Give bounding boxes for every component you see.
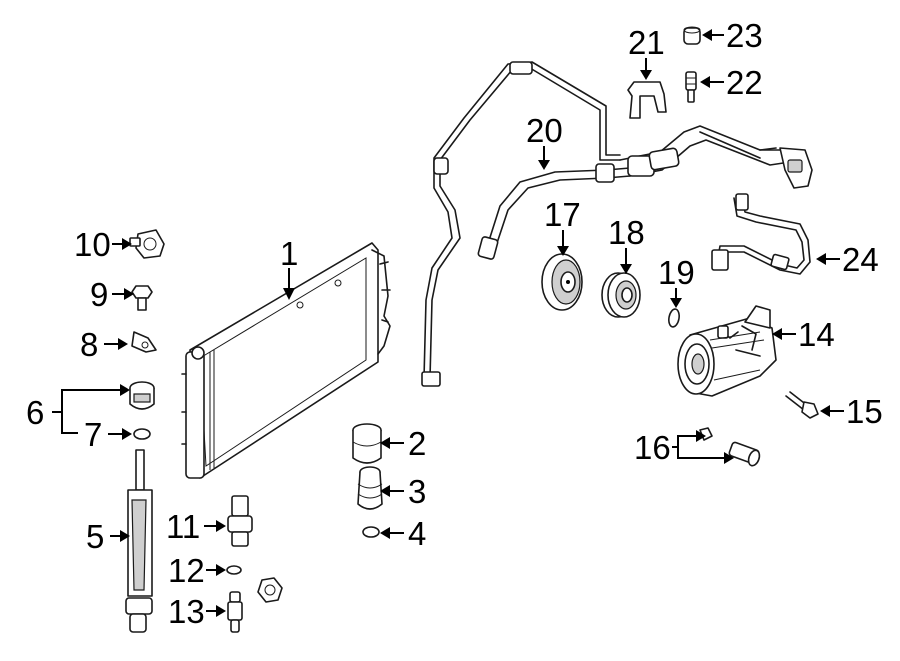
callout-6: 6 [26, 394, 44, 431]
insulator-2-part[interactable] [352, 423, 382, 464]
callout-20: 20 [526, 112, 563, 149]
callout-14: 14 [798, 316, 835, 353]
cap-part[interactable] [683, 26, 701, 45]
callout-23: 23 [726, 17, 763, 54]
clutch-plate-part[interactable] [541, 253, 583, 311]
callout-12: 12 [168, 552, 205, 589]
valve-core-part[interactable] [685, 71, 697, 103]
nut-part[interactable] [257, 577, 283, 603]
o-ring-7-part[interactable] [133, 428, 151, 440]
callout-22: 22 [726, 64, 763, 101]
callout-19: 19 [658, 254, 695, 291]
mounting-bolt-part[interactable] [785, 391, 819, 419]
callout-labels: 1 2 3 4 5 6 7 8 9 10 11 12 13 14 15 16 1… [26, 17, 883, 630]
callout-10: 10 [74, 226, 111, 263]
callout-13: 13 [168, 593, 205, 630]
callout-1: 1 [280, 235, 298, 272]
hose-assembly-part[interactable] [711, 193, 811, 275]
bracket-part[interactable] [627, 81, 667, 119]
callout-4: 4 [408, 515, 426, 552]
drier-part[interactable] [125, 449, 153, 633]
bolt-part[interactable] [131, 285, 153, 311]
snap-ring-part[interactable] [668, 308, 681, 328]
callout-16: 16 [634, 429, 671, 466]
callout-9: 9 [90, 276, 108, 313]
callout-8: 8 [80, 326, 98, 363]
callout-18: 18 [608, 214, 645, 251]
callout-21: 21 [628, 24, 665, 61]
callout-17: 17 [544, 196, 581, 233]
clip-part[interactable] [129, 229, 165, 259]
compressor-part[interactable] [677, 305, 777, 397]
condenser-part[interactable] [181, 242, 391, 479]
refrigerant-lines[interactable] [421, 61, 813, 387]
pulley-part[interactable] [601, 272, 641, 318]
callout-15: 15 [846, 393, 883, 430]
o-ring-4-part[interactable] [362, 526, 380, 538]
o-ring-12-part[interactable] [226, 565, 242, 575]
callout-24: 24 [842, 241, 879, 278]
callout-11: 11 [166, 508, 200, 545]
callout-leaders [52, 29, 844, 617]
callout-2: 2 [408, 425, 426, 462]
mount-part[interactable] [129, 381, 155, 410]
pressure-switch-part[interactable] [699, 427, 761, 467]
valve-13-part[interactable] [227, 591, 243, 633]
bracket-small-part[interactable] [131, 331, 157, 353]
callout-7: 7 [84, 416, 102, 453]
callout-5: 5 [86, 518, 104, 555]
callout-3: 3 [408, 473, 426, 510]
sensor-11-part[interactable] [227, 495, 253, 547]
insulator-3-part[interactable] [357, 466, 383, 510]
